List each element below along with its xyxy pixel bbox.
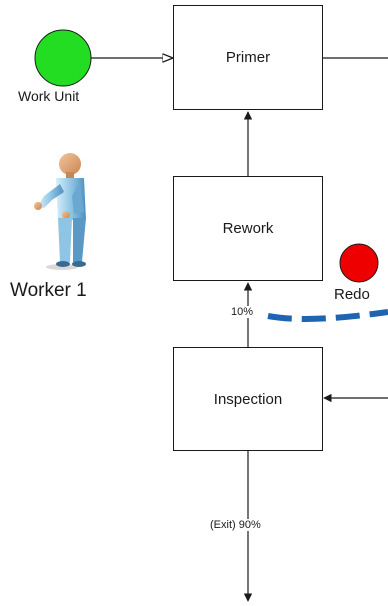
worker-label: Worker 1 [10,280,87,301]
inspection-label: Inspection [213,390,283,408]
rework-box[interactable]: Rework [173,176,323,281]
primer-label: Primer [225,49,271,66]
inspection-box[interactable]: Inspection [173,347,323,451]
rework-label: Rework [222,220,274,237]
start-event-circle [34,29,92,87]
exit-percent-label: (Exit) 90% [209,519,262,531]
primer-box[interactable]: Primer [173,5,323,110]
worker-person-icon [34,153,86,270]
redo-event-label: Redo [334,286,370,303]
dashed-connector-redo [267,309,388,322]
rework-percent-label: 10% [230,306,255,318]
redo-event-circle [339,243,379,283]
start-event-label: Work Unit [18,88,80,104]
